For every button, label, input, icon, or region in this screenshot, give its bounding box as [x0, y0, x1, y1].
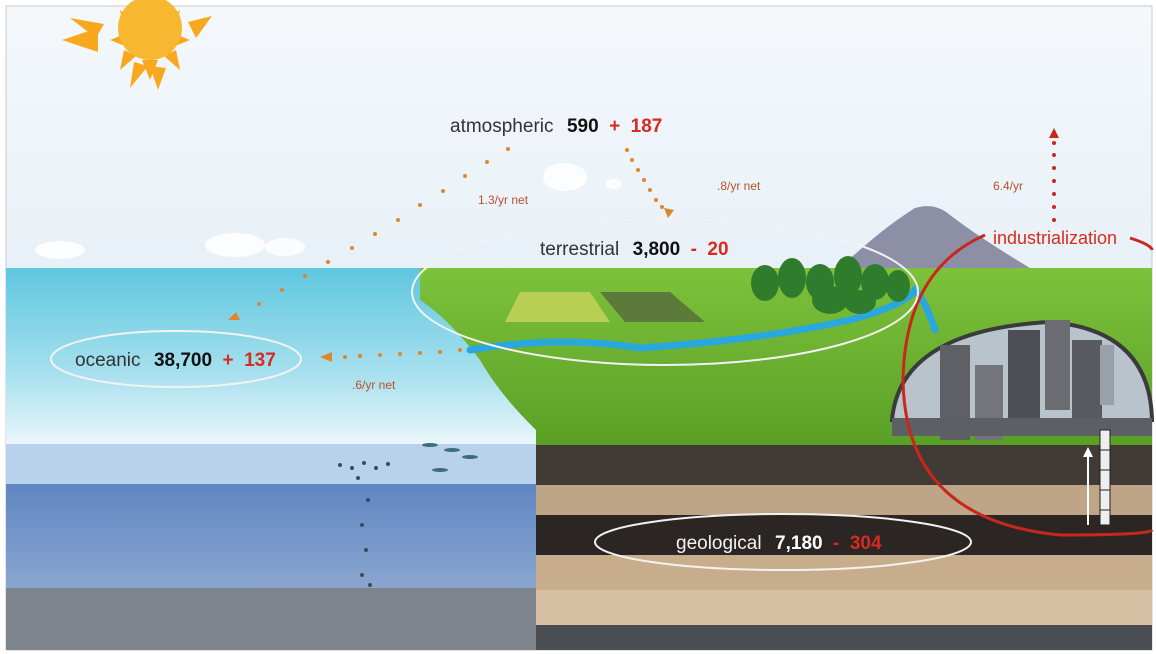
oceanic-label: oceanic 38,700 + 137	[75, 350, 276, 371]
terrestrial-ellipse	[411, 218, 919, 366]
geological-name: geological	[676, 533, 762, 554]
oceanic-name: oceanic	[75, 350, 141, 371]
river	[466, 284, 939, 354]
geological-amount: 7,180	[775, 533, 823, 554]
oceanic-sign: +	[223, 350, 234, 371]
oceanic-change: 137	[244, 350, 276, 371]
terrestrial-label: terrestrial 3,800 - 20	[540, 239, 729, 260]
oceanic-ellipse	[50, 330, 302, 388]
terrestrial-amount: 3,800	[633, 239, 681, 260]
mountain-icon	[840, 206, 1030, 268]
mine-shaft-icon	[1083, 429, 1111, 526]
terrestrial-change: 20	[707, 239, 728, 260]
oceanic-amount: 38,700	[154, 350, 212, 371]
geological-change: 304	[850, 533, 882, 554]
fish-school	[422, 443, 478, 472]
flux-label-land-ocean: .6/yr net	[352, 378, 396, 392]
flux-arrow-atmosphere-ocean	[228, 147, 510, 320]
atmospheric-sign: +	[609, 116, 620, 137]
atmospheric-name: atmospheric	[450, 116, 554, 137]
industrialization-circle	[901, 233, 1154, 537]
geological-label: geological 7,180 - 304	[676, 533, 882, 554]
terrestrial-sign: -	[691, 239, 697, 260]
industrialization-label: industrialization	[993, 228, 1117, 248]
flux-arrow-atmosphere-land	[625, 148, 674, 218]
flux-arrow-industrial	[1049, 128, 1059, 222]
terrestrial-name: terrestrial	[540, 239, 619, 260]
flux-label-atmosphere-land: .8/yr net	[717, 179, 761, 193]
crop-field	[505, 292, 705, 322]
flux-label-industrial: 6.4/yr	[993, 179, 1023, 193]
sun-icon	[62, 0, 212, 90]
atmospheric-change: 187	[631, 116, 663, 137]
forest-icon	[751, 256, 910, 314]
flux-arrow-land-ocean	[320, 348, 462, 362]
flux-label-atmosphere-ocean: 1.3/yr net	[478, 193, 529, 207]
atmospheric-label: atmospheric 590 + 187	[450, 116, 662, 137]
geological-sign: -	[833, 533, 839, 554]
geological-ellipse	[594, 513, 972, 571]
atmospheric-amount: 590	[567, 116, 599, 137]
marine-particles	[338, 461, 390, 587]
city-icon	[889, 319, 1155, 440]
